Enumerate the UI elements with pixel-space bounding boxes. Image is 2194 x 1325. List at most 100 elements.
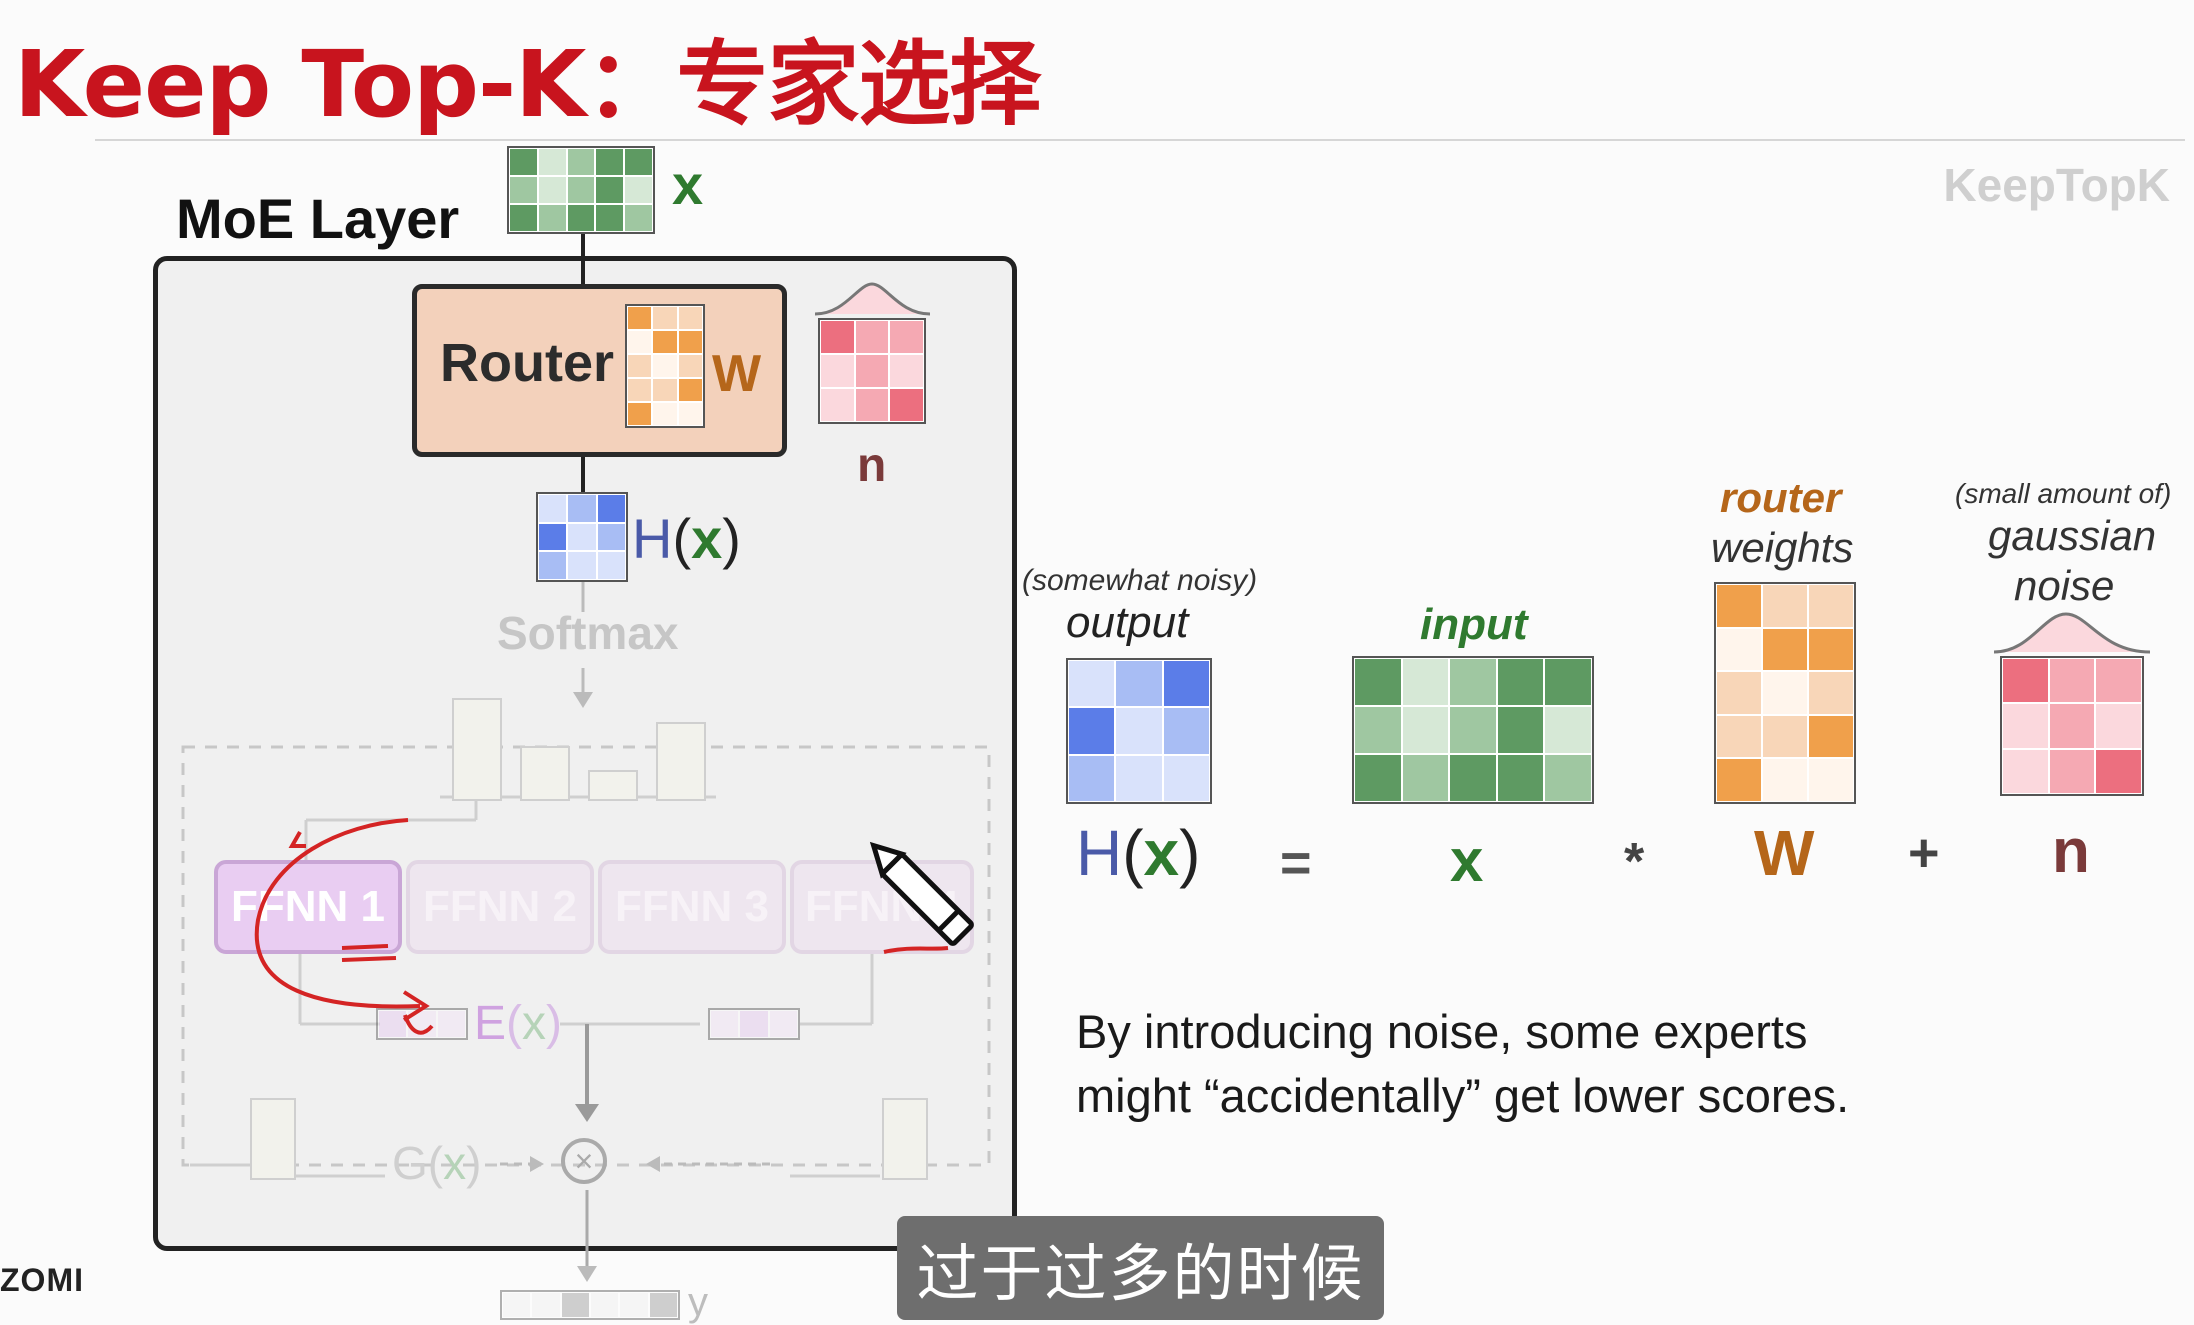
matrix-cell <box>1716 671 1762 715</box>
slide-title: Keep Top-K：专家选择 <box>14 31 1041 138</box>
router-weights-grid <box>625 304 705 428</box>
matrix-cell <box>627 378 653 402</box>
matrix-cell <box>567 551 597 580</box>
eq-H-x: x <box>1143 817 1180 889</box>
output-y-label: y <box>688 1280 708 1324</box>
router-box <box>412 284 787 457</box>
matrix-cell <box>1808 584 1854 628</box>
matrix-cell <box>538 522 568 552</box>
matrix-cell <box>1762 758 1808 802</box>
input-x-label: x <box>672 153 704 216</box>
router-word: router <box>1720 474 1842 521</box>
matrix-cell <box>2095 703 2142 749</box>
matrix-cell <box>854 320 890 354</box>
matrix-cell <box>1716 758 1762 802</box>
expert-ffnn-3[interactable]: FFNN 3 <box>598 860 786 954</box>
matrix-cell <box>1544 706 1592 754</box>
matrix-cell <box>889 388 924 422</box>
matrix-cell <box>509 148 538 176</box>
matrix-cell <box>1808 758 1854 802</box>
matrix-cell <box>1762 627 1808 672</box>
noise-grid-large <box>2000 656 2144 796</box>
matrix-cell <box>854 388 890 422</box>
matrix-cell <box>1354 706 1402 754</box>
eq-H-of-x: H(x) <box>1076 817 1201 889</box>
hx-label: H(x) <box>632 507 741 570</box>
matrix-cell <box>1496 706 1545 754</box>
matrix-cell <box>1496 754 1545 802</box>
matrix-cell <box>2048 658 2096 704</box>
matrix-cell <box>595 204 625 232</box>
watermark: KeepTopK <box>1943 159 2170 211</box>
matrix-cell <box>652 306 678 330</box>
gate-bar-left <box>250 1098 296 1180</box>
title-divider <box>95 139 2185 141</box>
matrix-cell <box>652 354 678 378</box>
matrix-cell <box>627 306 653 330</box>
router-weights-grid-large <box>1714 582 1856 804</box>
matrix-cell <box>509 204 538 232</box>
matrix-cell <box>624 176 653 204</box>
output-word: output <box>1066 598 1189 647</box>
moe-layer-title: MoE Layer <box>176 187 460 250</box>
softmax-bar-3 <box>588 770 638 801</box>
matrix-cell <box>538 494 568 523</box>
output-note: (somewhat noisy) <box>1022 564 1258 597</box>
matrix-cell <box>1808 627 1854 672</box>
matrix-cell <box>566 148 596 176</box>
matrix-cell <box>1544 754 1592 802</box>
input-grid-large <box>1352 656 1594 804</box>
ex-x: x <box>522 997 546 1050</box>
matrix-cell <box>627 354 653 378</box>
matrix-cell <box>677 378 703 402</box>
gx-G: G <box>392 1137 428 1189</box>
eq-equals: = <box>1280 833 1312 893</box>
matrix-cell <box>1162 707 1210 755</box>
input-word: input <box>1420 600 1528 649</box>
matrix-cell <box>1808 671 1854 715</box>
eq-times: * <box>1624 833 1645 891</box>
ex-grid-right <box>708 1008 800 1040</box>
matrix-cell <box>768 1010 798 1038</box>
matrix-cell <box>567 494 597 523</box>
matrix-cell <box>1115 660 1163 708</box>
matrix-cell <box>627 402 653 426</box>
matrix-cell <box>677 354 703 378</box>
matrix-cell <box>567 522 597 552</box>
noise-word-2: noise <box>2014 562 2115 609</box>
multiply-circle-icon: × <box>561 1138 607 1184</box>
noise-n-label: n <box>857 439 887 492</box>
matrix-cell <box>648 1292 678 1318</box>
output-y-grid <box>500 1290 680 1320</box>
matrix-cell <box>820 354 855 388</box>
matrix-cell <box>624 204 653 232</box>
matrix-cell <box>677 306 703 330</box>
matrix-cell <box>1496 658 1545 706</box>
softmax-bar-4 <box>656 722 706 801</box>
hx-x: x <box>691 507 723 570</box>
weights-word: weights <box>1711 524 1854 571</box>
matrix-cell <box>1544 658 1592 706</box>
matrix-cell <box>2095 658 2142 704</box>
matrix-cell <box>627 330 653 354</box>
matrix-cell <box>531 1292 561 1318</box>
matrix-cell <box>560 1292 590 1318</box>
softmax-bar-1 <box>452 698 502 801</box>
matrix-cell <box>889 354 924 388</box>
matrix-cell <box>596 522 626 552</box>
subtitle-caption: 过于过多的时候 <box>897 1216 1384 1320</box>
matrix-cell <box>566 176 596 204</box>
matrix-cell <box>1162 660 1210 708</box>
matrix-cell <box>652 330 678 354</box>
matrix-cell <box>710 1010 740 1038</box>
softmax-label: Softmax <box>497 607 679 659</box>
matrix-cell <box>596 551 626 580</box>
ex-E: E <box>474 997 507 1050</box>
expert-ffnn-2[interactable]: FFNN 2 <box>406 860 594 954</box>
eq-plus: + <box>1908 823 1940 883</box>
matrix-cell <box>1449 754 1497 802</box>
matrix-cell <box>1762 584 1808 628</box>
matrix-cell <box>739 1010 769 1038</box>
matrix-cell <box>652 378 678 402</box>
